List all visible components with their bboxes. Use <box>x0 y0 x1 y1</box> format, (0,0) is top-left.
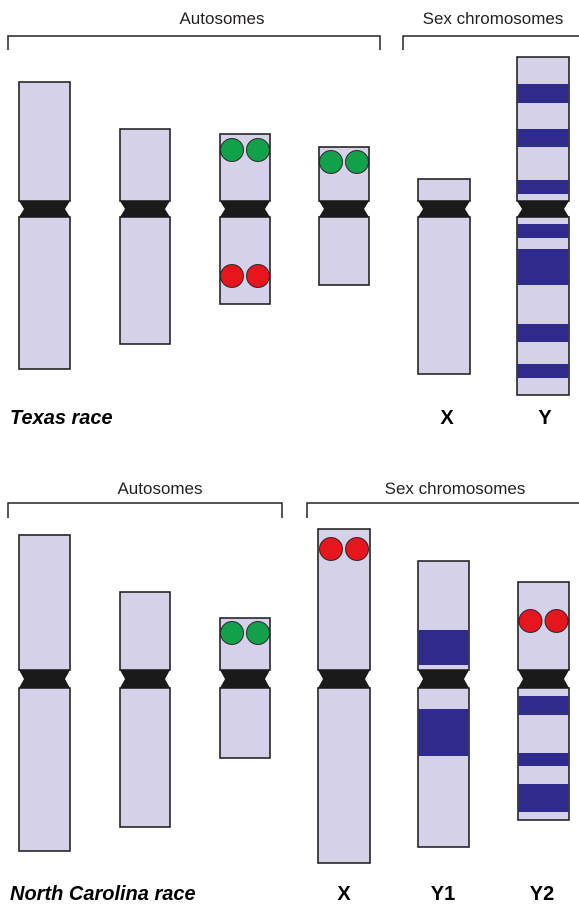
chromosome-arm-lower <box>318 216 370 286</box>
chromosome-arm-lower <box>18 216 71 370</box>
centromere <box>418 670 469 688</box>
chromosome-band <box>518 753 569 766</box>
chromosome-arm-lower <box>119 216 171 345</box>
sex-chromosomes-bracket <box>306 502 579 518</box>
chromosome-band <box>517 84 569 103</box>
centromere <box>220 201 270 217</box>
red-marker <box>544 609 569 633</box>
chromosome <box>119 591 171 828</box>
green-marker <box>246 138 270 162</box>
chromosome-label: X <box>440 407 454 429</box>
chromosome-label: Y <box>538 407 552 429</box>
chromosome-arm-lower <box>219 216 271 305</box>
chromosome <box>119 128 171 345</box>
sex-chromosomes-label: Sex chromosomes <box>385 479 526 498</box>
chromosome <box>18 81 71 370</box>
centromere <box>220 670 270 688</box>
chromosome-band <box>518 784 569 812</box>
panel-texas: Autosomes Sex chromosomes Texas race X Y <box>7 9 579 429</box>
chromosome-band <box>517 364 569 378</box>
chromosome-y1 <box>417 560 470 848</box>
chromosome-arm-upper <box>18 534 71 671</box>
green-marker <box>220 621 244 645</box>
autosomes-bracket <box>7 502 283 518</box>
chromosome <box>219 617 271 759</box>
green-marker <box>220 138 244 162</box>
chromosome <box>219 133 271 305</box>
sex-chromosomes-label: Sex chromosomes <box>423 9 564 28</box>
red-marker <box>220 264 244 288</box>
chromosome-label: Y2 <box>530 883 554 905</box>
chromosome-label: Y1 <box>431 883 455 905</box>
chromosome-band <box>517 180 569 194</box>
chromosome-arm-lower <box>417 216 471 375</box>
centromere <box>120 670 170 688</box>
chromosome-band <box>517 324 569 342</box>
chromosome-arm-upper <box>417 178 471 202</box>
green-marker <box>246 621 270 645</box>
green-marker <box>345 150 369 174</box>
chromosome <box>318 146 370 286</box>
chromosome-band <box>418 709 469 756</box>
red-marker <box>319 537 343 561</box>
red-marker <box>246 264 270 288</box>
sex-chromosomes-bracket <box>402 35 579 50</box>
chromosome-x <box>417 178 471 375</box>
centromere <box>518 670 569 688</box>
centromere <box>19 670 70 688</box>
race-label: Texas race <box>10 407 113 429</box>
centromere <box>19 201 70 217</box>
autosomes-label: Autosomes <box>117 479 202 498</box>
centromere <box>517 201 569 217</box>
chromosome-band <box>517 129 569 147</box>
centromere <box>319 201 369 217</box>
autosomes-bracket <box>7 35 381 50</box>
chromosome-band <box>517 249 569 285</box>
chromosome-arm-lower <box>119 687 171 828</box>
chromosome-arm-lower <box>317 687 371 864</box>
green-marker <box>319 150 343 174</box>
autosomes-label: Autosomes <box>179 9 264 28</box>
panel-north-carolina: Autosomes Sex chromosomes North Carolina… <box>7 479 579 905</box>
chromosome-label: X <box>337 883 351 905</box>
chromosome-arm-upper <box>119 591 171 671</box>
chromosome-band <box>518 696 569 715</box>
chromosome-arm-upper <box>18 81 71 202</box>
chromosome-arm-lower <box>18 687 71 852</box>
centromere <box>418 201 470 217</box>
red-marker <box>518 609 543 633</box>
chromosome-y2 <box>517 581 570 821</box>
chromosome-band <box>517 224 569 238</box>
race-label: North Carolina race <box>10 883 196 905</box>
chromosome <box>18 534 71 852</box>
chromosome-arm-upper <box>119 128 171 202</box>
centromere <box>318 670 370 688</box>
chromosome-x <box>317 528 371 864</box>
chromosome-y <box>516 56 570 396</box>
chromosome-band <box>418 630 469 665</box>
centromere <box>120 201 170 217</box>
red-marker <box>345 537 369 561</box>
chromosome-arm-lower <box>219 687 271 759</box>
